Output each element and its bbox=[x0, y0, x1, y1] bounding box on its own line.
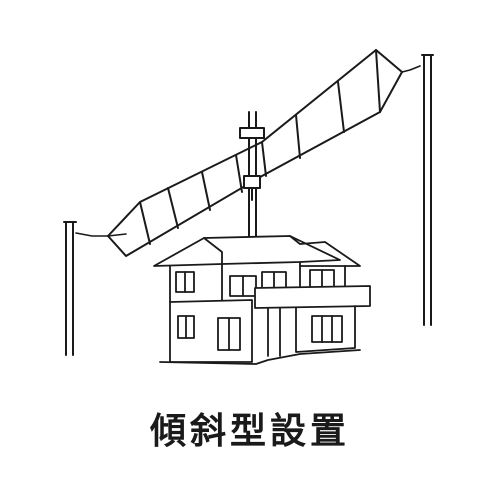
support-ropes bbox=[75, 65, 421, 237]
inclined-antenna-frame bbox=[107, 49, 403, 257]
caption: 傾斜型設置 bbox=[149, 411, 350, 452]
house bbox=[153, 235, 371, 365]
left-pole bbox=[63, 221, 77, 356]
center-mast bbox=[239, 111, 265, 241]
right-pole bbox=[421, 54, 434, 326]
